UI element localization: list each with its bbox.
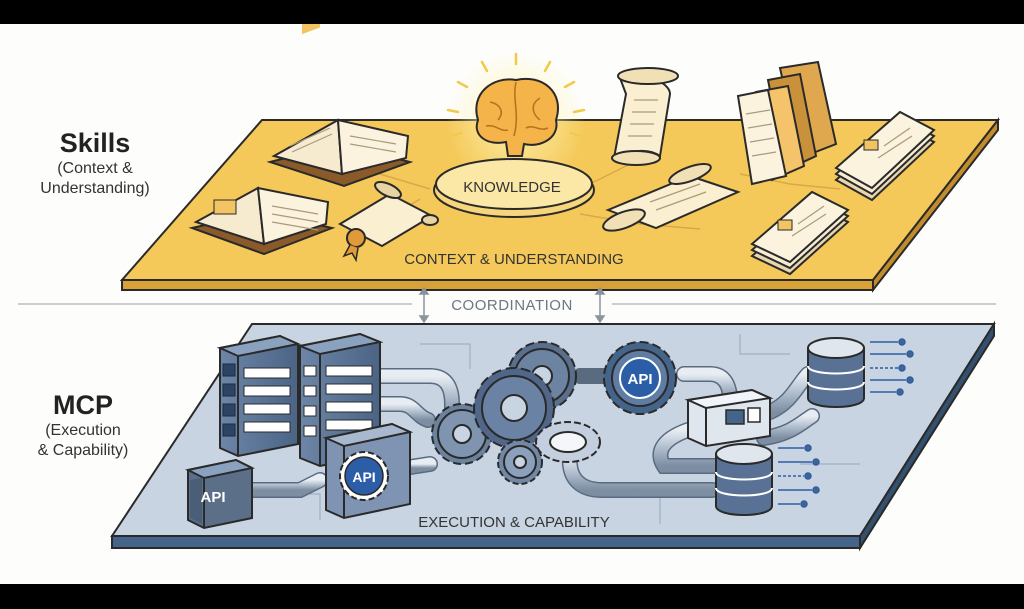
api-label: API [627, 371, 652, 388]
database-icon [807, 337, 914, 408]
api-label: API [352, 469, 375, 485]
up-down-arrow-icon [594, 286, 606, 324]
server-icon [216, 334, 302, 458]
mcp-platform-label: EXECUTION & CAPABILITY [418, 514, 609, 531]
knowledge-disc: KNOWLEDGE [433, 158, 595, 218]
coordination-label: COORDINATION [451, 297, 573, 314]
book-icon [188, 186, 336, 256]
api-cube-icon: API [322, 422, 414, 520]
gear-icon [535, 421, 601, 463]
scroll-icon [602, 163, 741, 232]
gear-icon: API [603, 341, 677, 415]
letterbox-bottom [0, 584, 1024, 609]
document-stack-icon [750, 190, 850, 276]
mcp-subtitle-line2: & Capability) [37, 442, 129, 459]
up-down-arrow-icon [418, 286, 430, 324]
api-label: API [200, 489, 225, 506]
database-icon [715, 443, 820, 516]
scroll-icon [611, 67, 679, 166]
skills-title: Skills [59, 128, 131, 158]
document-stack-icon [736, 60, 838, 186]
connector-box [684, 388, 774, 448]
certificate-icon [337, 180, 439, 263]
gear-icon [473, 367, 555, 449]
coordination-divider: COORDINATION [18, 286, 996, 324]
letterbox-top [0, 0, 1024, 24]
diagram-svg: KNOWLEDGE [18, 24, 1001, 552]
diagram-canvas: KNOWLEDGE [0, 24, 1024, 584]
skills-subtitle-line1: (Context & [57, 160, 133, 177]
api-cube-icon: API [184, 458, 256, 530]
brain-icon [446, 52, 586, 192]
skills-subtitle-line2: Understanding) [40, 180, 150, 197]
document-stack-icon [834, 110, 936, 202]
book-icon [266, 24, 414, 188]
skills-platform-label: CONTEXT & UNDERSTANDING [404, 251, 623, 268]
pipe-icon [242, 366, 820, 498]
knowledge-label: KNOWLEDGE [463, 179, 561, 196]
gear-icon: API [339, 451, 389, 501]
gear-icon [497, 439, 543, 485]
skills-heading: Skills (Context & Understanding) [20, 128, 170, 199]
mcp-heading: MCP (Execution & Capability) [8, 390, 158, 461]
mcp-subtitle-line1: (Execution [45, 422, 121, 439]
mcp-title: MCP [53, 390, 113, 420]
